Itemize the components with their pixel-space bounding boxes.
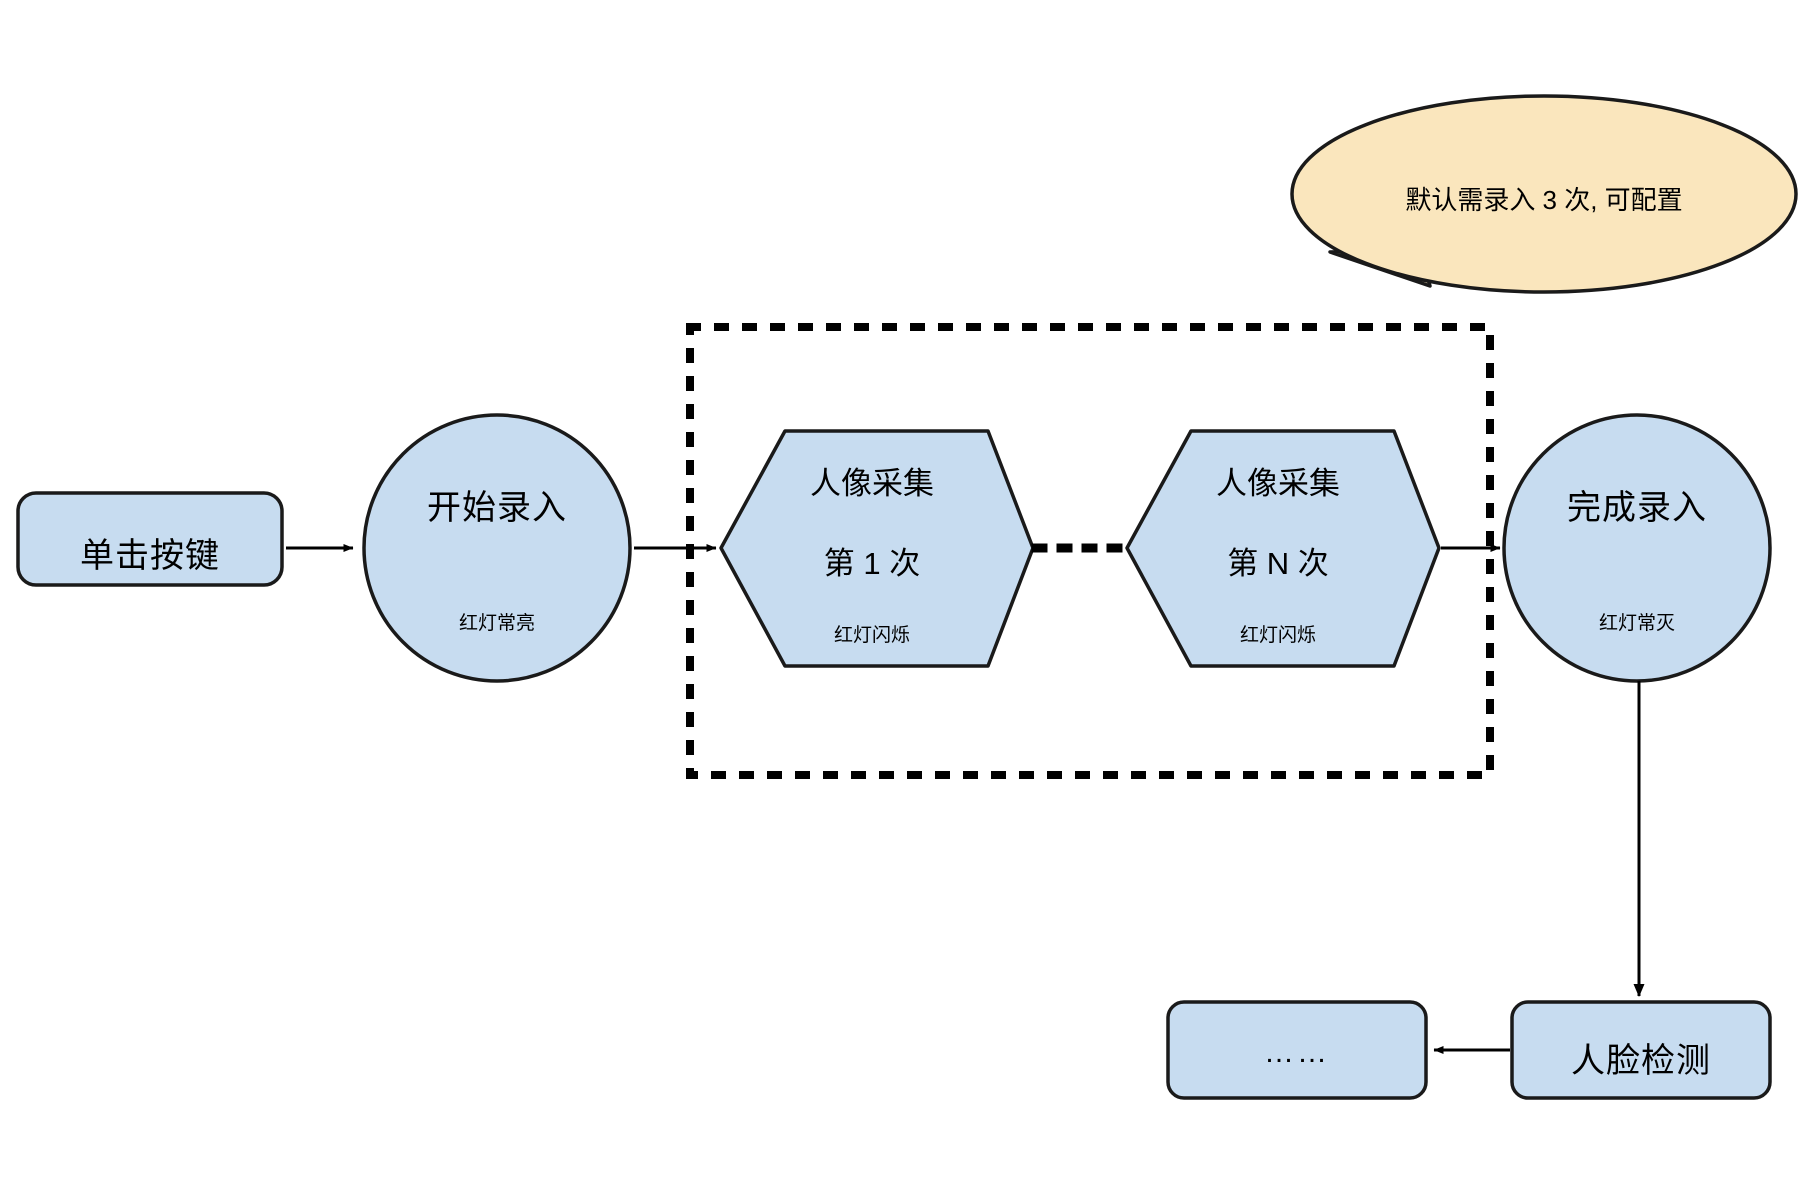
node-click-key-shape[interactable]: [16, 491, 284, 587]
node-finish-enroll-shape[interactable]: [1502, 413, 1772, 683]
callout-bubble[interactable]: [1290, 94, 1798, 294]
node-capture-first-shape[interactable]: [719, 429, 1035, 668]
node-more-steps-shape[interactable]: [1166, 1000, 1428, 1100]
node-start-enroll-shape[interactable]: [362, 413, 632, 683]
node-face-detect-shape[interactable]: [1510, 1000, 1772, 1100]
repeat-loop-group-border: [686, 323, 1494, 779]
node-capture-nth-shape[interactable]: [1125, 429, 1441, 668]
